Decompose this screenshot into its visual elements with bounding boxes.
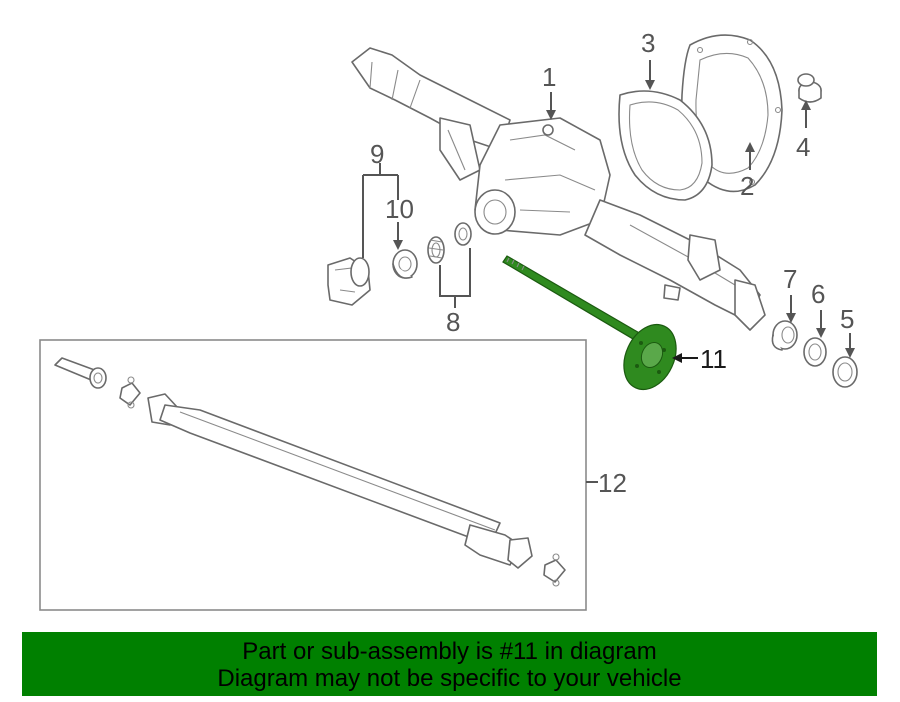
driveshaft-inset-box	[39, 339, 587, 611]
parts-diagram: 1 2 3 4 9 10	[39, 28, 858, 611]
callout-6: 6	[811, 279, 825, 309]
callout-8: 8	[446, 307, 460, 337]
pinion-bearings	[427, 222, 472, 264]
callout-1: 1	[542, 62, 556, 92]
callout-7: 7	[783, 264, 797, 294]
axle-shaft-highlighted	[502, 255, 677, 391]
bearing-retainer	[832, 356, 858, 388]
banner-line-1: Part or sub-assembly is #11 in diagram	[242, 638, 657, 665]
axle-bearing	[771, 320, 798, 351]
axle-housing	[351, 47, 766, 331]
callout-12: 12	[598, 468, 627, 498]
callout-3: 3	[641, 28, 655, 58]
callout-5: 5	[840, 304, 854, 334]
callout-2: 2	[740, 171, 754, 201]
callout-10: 10	[385, 194, 414, 224]
callout-11: 11	[700, 344, 727, 374]
info-banner: Part or sub-assembly is #11 in diagram D…	[22, 632, 877, 696]
drive-shaft	[54, 357, 566, 587]
banner-line-2: Diagram may not be specific to your vehi…	[217, 665, 682, 692]
fill-plug	[797, 73, 822, 103]
callout-9: 9	[370, 139, 384, 169]
axle-seal	[803, 337, 827, 367]
pinion-yoke	[327, 257, 371, 306]
cover-gasket	[618, 90, 713, 201]
pinion-seal	[392, 249, 418, 279]
callout-4: 4	[796, 132, 810, 162]
